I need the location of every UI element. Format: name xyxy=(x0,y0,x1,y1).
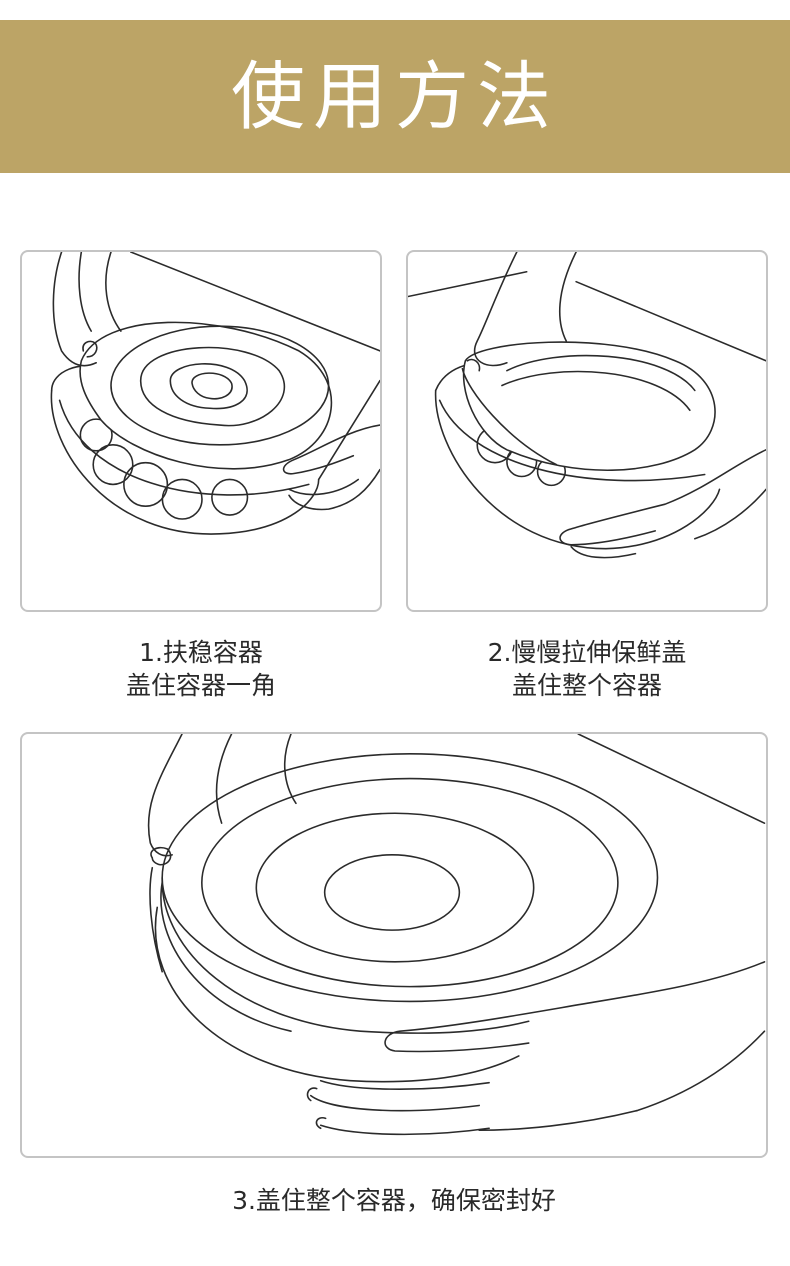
page-title: 使用方法 xyxy=(231,53,559,140)
step-1-line-1: 1.扶稳容器 xyxy=(139,638,263,667)
step-2-line-2: 盖住整个容器 xyxy=(511,671,662,700)
step-1-drawing xyxy=(50,252,380,535)
step-3-illustration xyxy=(20,732,768,1158)
step-2-drawing xyxy=(408,252,766,559)
step-1-caption: 1.扶稳容器 盖住容器一角 xyxy=(20,636,382,702)
step-1-line-2: 盖住容器一角 xyxy=(125,671,276,700)
step-2-caption: 2.慢慢拉伸保鲜盖 盖住整个容器 xyxy=(406,636,768,702)
step-3-drawing xyxy=(147,734,766,1136)
step-1-illustration xyxy=(20,250,382,612)
step-2-illustration xyxy=(406,250,768,612)
step-3-caption: 3.盖住整个容器，确保密封好 xyxy=(20,1184,768,1217)
step-2-line-1: 2.慢慢拉伸保鲜盖 xyxy=(487,638,687,667)
step-3-line-1: 3.盖住整个容器，确保密封好 xyxy=(232,1186,556,1215)
header-banner: 使用方法 xyxy=(0,20,790,173)
